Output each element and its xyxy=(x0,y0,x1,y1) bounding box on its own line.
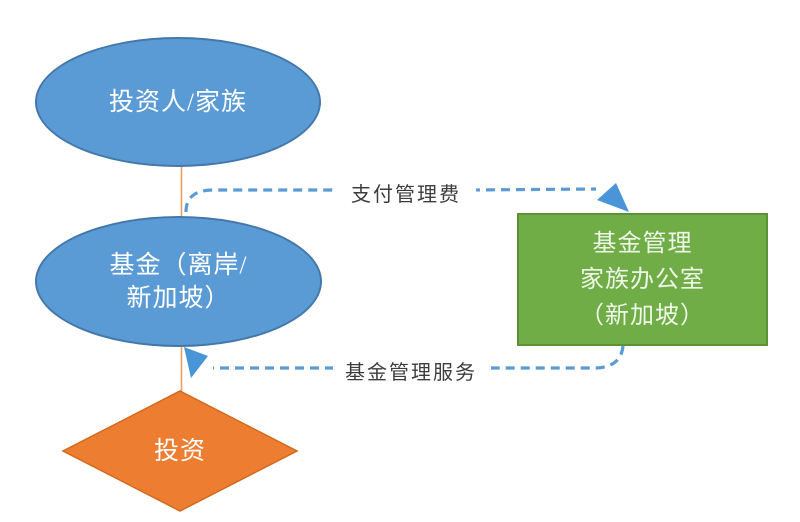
fund-manager-label-line2: 家族办公室 xyxy=(580,266,705,293)
fund-label-line1: 基金（离岸/ xyxy=(109,251,248,279)
fund-ellipse: 基金（离岸/ 新加坡） xyxy=(35,216,322,347)
fund-manager-label-line1: 基金管理 xyxy=(592,230,693,257)
investor-family-label: 投资人/家族 xyxy=(109,88,247,116)
service-arrowhead-icon xyxy=(184,347,208,378)
pay-fee-edge-label: 支付管理费 xyxy=(336,178,476,207)
investment-diamond xyxy=(61,390,299,512)
fund-label: 基金（离岸/ 新加坡） xyxy=(110,249,248,315)
pay-fee-arrow-left-segment xyxy=(184,188,333,213)
pay-fee-arrowhead-icon xyxy=(597,183,629,212)
pay-fee-arrow-right-segment xyxy=(470,187,597,192)
service-edge-label: 基金管理服务 xyxy=(333,356,489,385)
investor-family-ellipse: 投资人/家族 xyxy=(35,37,321,167)
fund-manager-box: 基金管理 家族办公室 （新加坡） xyxy=(517,213,768,346)
fund-manager-label-line3: （新加坡） xyxy=(580,302,705,329)
service-arrow-right-segment xyxy=(491,345,625,370)
fund-label-line2: 新加坡） xyxy=(126,284,231,312)
